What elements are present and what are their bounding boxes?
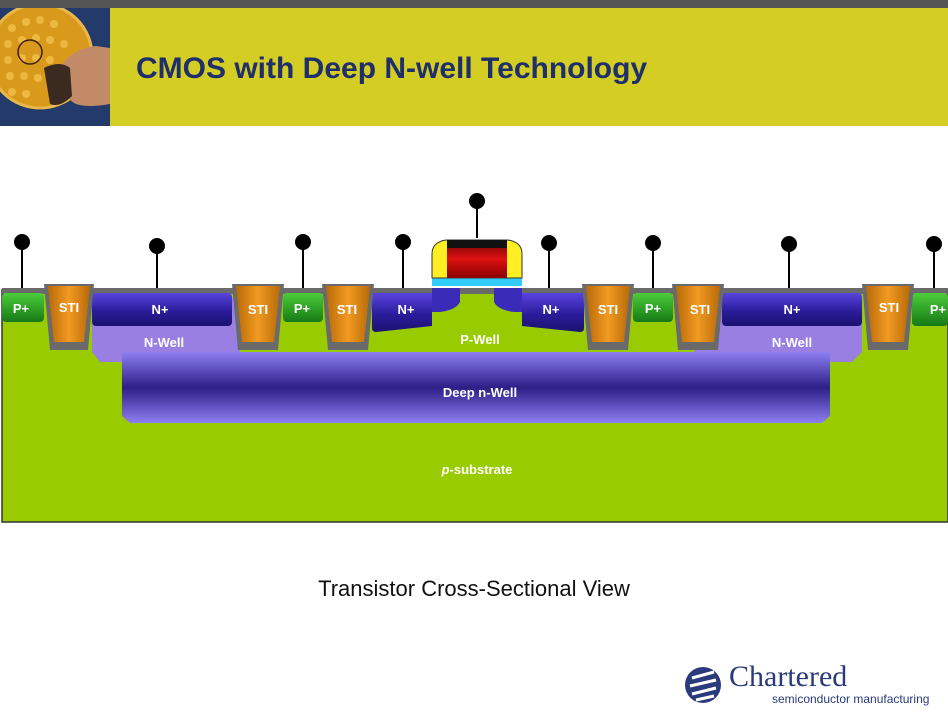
label-p-plus: P+ — [645, 301, 662, 316]
sti-trench — [48, 286, 90, 342]
label-sti: STI — [337, 302, 357, 317]
terminal-contact — [541, 235, 557, 251]
surface-oxide — [2, 288, 948, 294]
gate-silicide — [447, 240, 507, 248]
gate-oxide — [432, 278, 522, 286]
deep-n-well — [122, 352, 830, 423]
terminal-contact — [645, 235, 661, 251]
label-deep-n-well: Deep n-Well — [443, 385, 517, 400]
sti-trench — [236, 286, 280, 342]
label-n-well: N-Well — [772, 335, 812, 350]
terminal-contact — [295, 234, 311, 250]
sti-trench — [326, 286, 370, 342]
p-plus-region — [633, 293, 673, 322]
sti-trench — [586, 286, 630, 342]
terminal-contact — [14, 234, 30, 250]
label-sti: STI — [879, 300, 899, 315]
terminals — [14, 193, 942, 288]
p-plus-region — [283, 293, 323, 322]
wafer-photo — [0, 8, 110, 126]
label-sti: STI — [59, 300, 79, 315]
title-banner — [0, 8, 948, 126]
n-plus-region — [92, 293, 232, 326]
chartered-logo-icon — [685, 667, 721, 703]
sti-trenches — [44, 284, 914, 350]
label-p-plus: P+ — [930, 302, 947, 317]
label-sti: STI — [248, 302, 268, 317]
label-sti: STI — [690, 302, 710, 317]
label-n-plus: N+ — [543, 302, 560, 317]
brand-tagline: semiconductor manufacturing — [772, 692, 930, 706]
label-n-plus: N+ — [152, 302, 169, 317]
terminal-contact — [395, 234, 411, 250]
slide-title: CMOS with Deep N-well Technology — [136, 52, 648, 85]
terminal-contact — [781, 236, 797, 252]
sti-trench — [676, 286, 720, 342]
top-strip — [0, 0, 948, 8]
figure-caption: Transistor Cross-Sectional View — [318, 576, 630, 601]
label-n-plus: N+ — [398, 302, 415, 317]
label-p-well: P-Well — [460, 332, 500, 347]
terminal-contact — [469, 193, 485, 209]
label-p-plus: P+ — [294, 301, 311, 316]
terminal-contact — [149, 238, 165, 254]
label-sti: STI — [598, 302, 618, 317]
sti-trench — [866, 286, 910, 342]
terminal-contact — [926, 236, 942, 252]
label-p-substrate: p-substrate — [441, 462, 513, 477]
ldd-extension — [432, 288, 460, 312]
label-n-plus: N+ — [784, 302, 801, 317]
n-plus-region — [522, 293, 584, 332]
label-n-well: N-Well — [144, 335, 184, 350]
n-plus-region — [722, 293, 862, 326]
label-p-plus: P+ — [13, 301, 30, 316]
ldd-extension — [494, 288, 522, 312]
cross-section-diagram: P+ STI N+ STI P+ STI N+ N+ STI P+ STI N+… — [1, 193, 948, 523]
brand-name: Chartered — [729, 660, 848, 693]
p-plus-region — [912, 293, 948, 326]
p-plus-region — [2, 293, 44, 322]
n-plus-region — [372, 293, 432, 332]
